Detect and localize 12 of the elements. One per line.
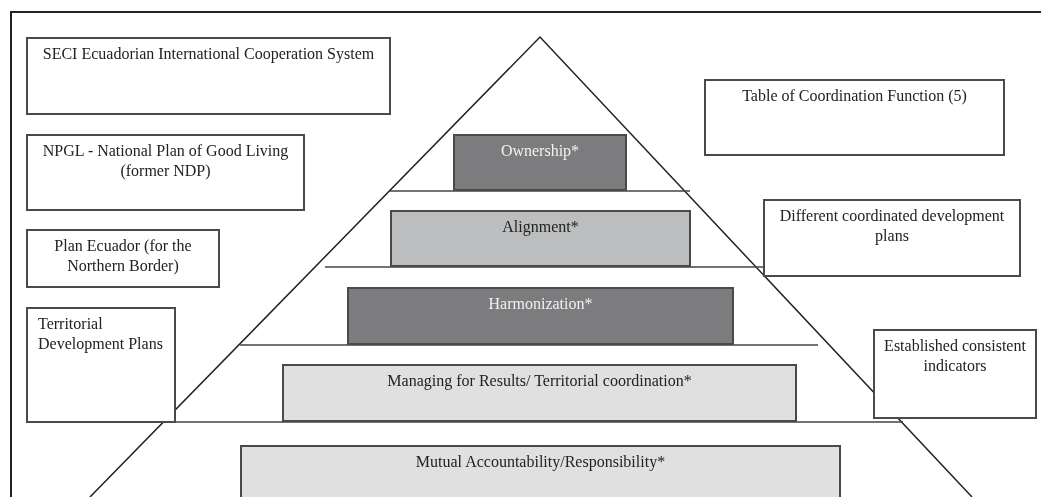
text-box: Table of Coordination Function (5) bbox=[704, 79, 1005, 156]
text-box: SECI Ecuadorian International Cooperation System bbox=[26, 37, 391, 115]
text-box: NPGL - National Plan of Good Living (former NDP) bbox=[26, 134, 305, 211]
text-box: Plan Ecuador (for the Northern Border) bbox=[26, 229, 220, 288]
text-box: Different coordinated development plans bbox=[763, 199, 1021, 277]
pyramid-layer: Ownership* bbox=[453, 134, 627, 191]
text-box: Territorial Development Plans bbox=[26, 307, 176, 423]
pyramid-layer: Alignment* bbox=[390, 210, 691, 267]
pyramid-layer: Managing for Results/ Territorial coordination* bbox=[282, 364, 797, 422]
text-box: Established consistent indicators bbox=[873, 329, 1037, 419]
pyramid-layer: Harmonization* bbox=[347, 287, 734, 345]
pyramid-layer: Mutual Accountability/Responsibility* bbox=[240, 445, 841, 497]
